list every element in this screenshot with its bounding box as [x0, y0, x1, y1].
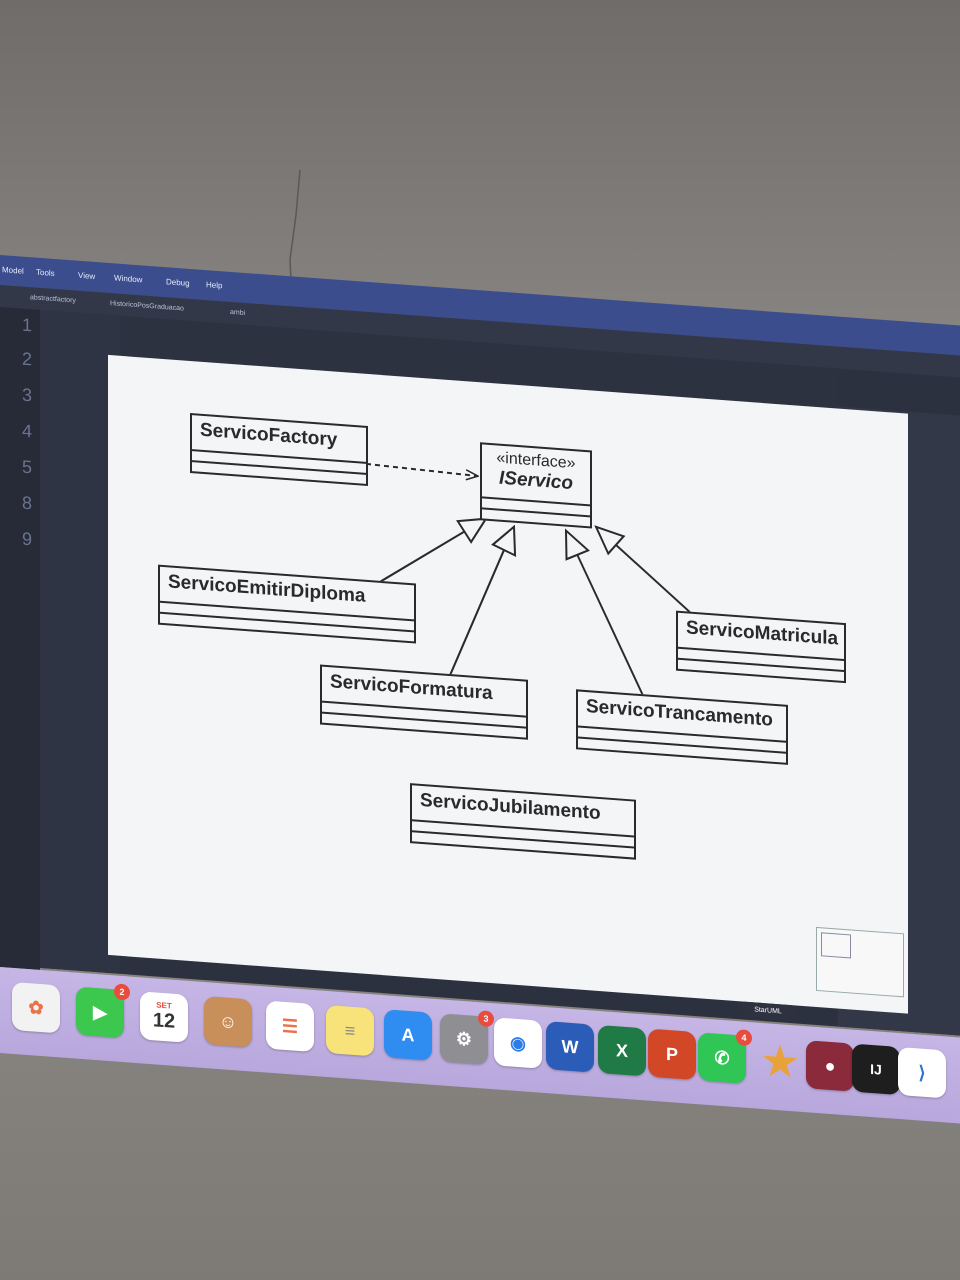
staruml-icon[interactable]: ★ — [762, 1038, 798, 1086]
facetime-icon[interactable]: ▶2 — [76, 983, 130, 1039]
menu-tools[interactable]: Tools — [36, 267, 55, 279]
realization-trancamento — [566, 531, 654, 718]
tab-abstractfactory[interactable]: abstractfactory — [30, 294, 76, 305]
line-number: 8 — [22, 492, 33, 514]
menu-model[interactable]: Model — [2, 265, 24, 276]
intellij-icon[interactable]: IJ — [852, 1043, 900, 1096]
notes-icon[interactable]: ≡ — [326, 1004, 374, 1057]
class-servico-matricula[interactable]: ServicoMatricula — [676, 610, 846, 684]
menu-help[interactable]: Help — [206, 280, 223, 291]
photos-icon[interactable]: ✿ — [12, 981, 60, 1034]
vscode-icon[interactable]: ⟩ — [898, 1046, 946, 1099]
system-settings-icon[interactable]: ⚙3 — [440, 1010, 494, 1065]
reminders-icon[interactable]: ☰ — [266, 1000, 314, 1053]
menu-window[interactable]: Window — [114, 273, 143, 285]
line-number: 1 — [22, 314, 33, 336]
tab-historico[interactable]: HistoricoPosGraduacao — [110, 300, 184, 313]
calendar-day: 12 — [152, 1009, 176, 1033]
interface-iservico[interactable]: «interface» IServico — [480, 442, 592, 529]
diagram-minimap[interactable] — [816, 926, 904, 998]
tab-ambi[interactable]: ambi — [230, 308, 246, 318]
notification-badge: 4 — [736, 1029, 752, 1047]
calendar-icon[interactable]: SET 12 — [140, 991, 188, 1043]
line-number: 2 — [22, 348, 33, 370]
realization-formatura — [442, 522, 514, 692]
word-icon[interactable]: W — [546, 1021, 594, 1073]
line-number: 4 — [22, 420, 33, 442]
notification-badge: 3 — [478, 1010, 494, 1028]
excel-icon[interactable]: X — [598, 1024, 646, 1077]
chrome-icon[interactable]: ◉ — [494, 1017, 542, 1069]
line-gutter: 1 2 3 4 5 8 9 — [0, 307, 40, 970]
whatsapp-icon[interactable]: ✆4 — [698, 1029, 752, 1084]
dock-tooltip: StarUML — [742, 1001, 794, 1022]
ide-window: abstractfactory HistoricoPosGraduacao am… — [0, 285, 960, 1036]
interface-label: «interface» IServico — [482, 444, 590, 504]
line-number: 9 — [22, 528, 33, 550]
diagram-canvas[interactable]: ServicoFactory «interface» IServico Serv… — [108, 354, 908, 1014]
line-number: 3 — [22, 384, 33, 406]
app-icon[interactable]: ● — [806, 1040, 854, 1092]
projection: Model Tools View Window Debug Help abstr… — [0, 255, 960, 1155]
dependency-factory-iservico — [365, 462, 478, 476]
powerpoint-icon[interactable]: P — [648, 1028, 696, 1081]
menu-view[interactable]: View — [78, 270, 96, 281]
app-store-icon[interactable]: A — [384, 1009, 432, 1061]
line-number: 5 — [22, 456, 33, 478]
menu-debug[interactable]: Debug — [166, 277, 190, 288]
contacts-icon[interactable]: ☺ — [204, 995, 252, 1048]
minimap-viewport[interactable] — [821, 932, 851, 959]
notification-badge: 2 — [114, 983, 130, 1001]
